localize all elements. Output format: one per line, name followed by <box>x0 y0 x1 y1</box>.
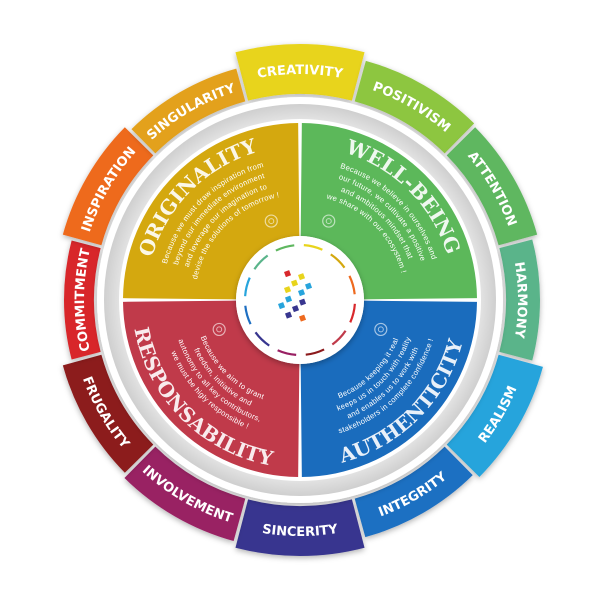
ring-label-text: HARMONY <box>511 261 529 340</box>
ring-label-text: SINCERITY <box>261 522 339 540</box>
dash-segment <box>331 330 347 346</box>
logo-tile <box>284 270 292 278</box>
dash-segment <box>348 275 356 295</box>
caring-hands-icon <box>322 214 336 228</box>
logo-tile <box>299 298 307 306</box>
dash-segment <box>330 253 346 269</box>
logo-tile <box>284 286 292 294</box>
ring-label: HARMONY <box>511 261 529 340</box>
ring-segment-realism[interactable]: REALISM <box>446 354 543 477</box>
lightbulb-icon <box>264 214 278 228</box>
logo-tile <box>299 314 307 322</box>
logo-tile <box>305 282 313 290</box>
award-ribbon-icon <box>374 322 388 337</box>
dash-segment <box>305 348 325 356</box>
ring-label: CREATIVITY <box>256 63 344 82</box>
logo-tile <box>291 279 299 287</box>
ring-label-text: CREATIVITY <box>256 63 344 82</box>
dash-segment <box>253 254 269 270</box>
ring-label: COMMITMENT <box>73 247 94 353</box>
center-logo <box>278 270 313 322</box>
dash-segment <box>275 244 295 252</box>
ring-label: SINCERITY <box>261 522 339 540</box>
hand-gear-icon <box>212 322 226 337</box>
dash-segment <box>349 303 356 323</box>
logo-tile <box>285 295 293 303</box>
logo-tile <box>278 302 286 310</box>
center-disc <box>236 236 364 364</box>
ring-segment-sincerity[interactable]: SINCERITY <box>235 499 365 556</box>
dash-segment <box>303 244 323 251</box>
logo-tile <box>285 311 293 319</box>
center-dashed-ring <box>244 244 356 356</box>
ring-segment-involvement[interactable]: INVOLVEMENT <box>124 446 246 542</box>
ring-segment-harmony[interactable]: HARMONY <box>499 239 541 361</box>
dash-segment <box>277 349 297 356</box>
ring-segment-commitment[interactable]: COMMITMENT <box>63 240 101 360</box>
dash-segment <box>244 277 251 297</box>
dash-segment <box>244 305 252 325</box>
ring-label-text: COMMITMENT <box>73 247 94 353</box>
ring-segment-integrity[interactable]: INTEGRITY <box>354 446 473 538</box>
logo-tile <box>292 305 300 313</box>
ring-segment-creativity[interactable]: CREATIVITY <box>235 44 365 101</box>
logo-tile <box>298 289 306 297</box>
logo-tile <box>298 273 306 281</box>
dash-segment <box>254 331 270 347</box>
